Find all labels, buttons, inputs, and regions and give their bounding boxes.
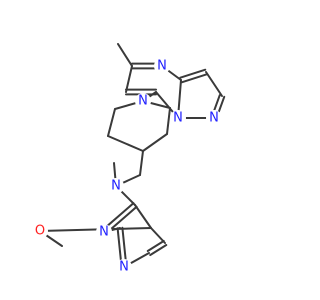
bond-single bbox=[150, 227, 166, 244]
bond-double-b bbox=[146, 239, 165, 252]
atom-label-background bbox=[170, 110, 186, 126]
bond-single bbox=[142, 133, 168, 152]
atom-label-background bbox=[108, 178, 124, 194]
nitrogen-atom-label: N bbox=[111, 179, 121, 194]
nitrogen-atom-label: N bbox=[157, 59, 167, 74]
bond-single bbox=[166, 107, 171, 135]
molecule-structure: N N N N N O N N bbox=[32, 43, 226, 275]
bond-double-a bbox=[179, 68, 207, 79]
oxygen-atom-label: O bbox=[35, 224, 45, 239]
atom-label-background bbox=[154, 58, 170, 74]
atom-label-background bbox=[135, 93, 151, 109]
bond-single bbox=[139, 150, 144, 176]
bond-double-a bbox=[149, 244, 168, 257]
bond-single bbox=[39, 227, 152, 232]
atom-label-background bbox=[96, 224, 112, 240]
bond-single bbox=[125, 65, 133, 93]
molecule-canvas: N N N N N O N N bbox=[32, 43, 226, 275]
bond-single bbox=[107, 135, 144, 152]
bond-double-b bbox=[180, 73, 208, 84]
bond-single bbox=[117, 43, 133, 67]
atom-label-background bbox=[116, 259, 132, 275]
nitrogen-atom-label: N bbox=[173, 111, 183, 126]
bond-single bbox=[134, 204, 152, 229]
nitrogen-atom-label: N bbox=[99, 225, 109, 240]
bond-single bbox=[107, 108, 116, 137]
bond-single bbox=[205, 71, 223, 97]
atom-label-background bbox=[206, 110, 222, 126]
atom-label-background bbox=[32, 223, 48, 239]
nitrogen-atom-label: N bbox=[119, 260, 129, 275]
nitrogen-atom-label: N bbox=[209, 111, 219, 126]
nitrogen-atom-label: N bbox=[138, 94, 148, 109]
